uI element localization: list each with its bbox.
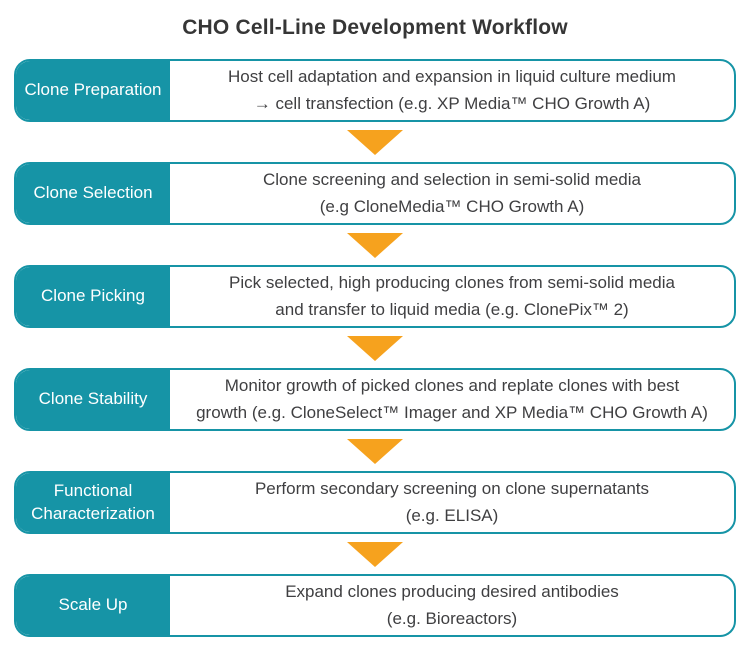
step-clone-selection: Clone Selection Clone screening and sele… [14,162,736,225]
workflow-diagram: Clone Preparation Host cell adaptation a… [14,59,736,637]
step-description: Host cell adaptation and expansion in li… [170,61,734,120]
step-clone-preparation: Clone Preparation Host cell adaptation a… [14,59,736,122]
step-description-line: and transfer to liquid media (e.g. Clone… [275,299,629,319]
step-label: Clone Selection [16,164,170,223]
step-description-line: Host cell adaptation and expansion in li… [228,67,676,87]
step-clone-picking: Clone Picking Pick selected, high produc… [14,265,736,328]
step-description-line: Monitor growth of picked clones and repl… [224,376,680,396]
step-clone-stability: Clone Stability Monitor growth of picked… [14,368,736,431]
step-description: Pick selected, high producing clones fro… [170,267,734,326]
step-label: Functional Characterization [16,473,170,532]
step-description-line: growth (e.g. CloneSelect™ Imager and XP … [196,402,708,422]
step-description-line: (e.g. Bioreactors) [386,608,518,628]
step-label: Clone Stability [16,370,170,429]
arrow-down-icon [347,335,403,361]
arrow-down-icon [347,232,403,258]
step-description: Perform secondary screening on clone sup… [170,473,734,532]
step-description-line: Clone screening and selection in semi-so… [263,170,641,190]
step-description-line: Perform secondary screening on clone sup… [254,479,650,499]
flow-arrow [14,122,736,162]
step-description: Expand clones producing desired antibodi… [170,576,734,635]
flow-arrow [14,225,736,265]
arrow-down-icon [347,129,403,155]
flow-arrow [14,328,736,368]
step-label: Scale Up [16,576,170,635]
step-scale-up: Scale Up Expand clones producing desired… [14,574,736,637]
step-description-line: → cell transfection (e.g. XP Media™ CHO … [253,93,651,113]
step-functional-characterization: Functional Characterization Perform seco… [14,471,736,534]
step-label: Clone Picking [16,267,170,326]
step-description-line: (e.g CloneMedia™ CHO Growth A) [319,196,585,216]
flow-arrow [14,534,736,574]
step-description-line: Pick selected, high producing clones fro… [229,273,675,293]
step-label: Clone Preparation [16,61,170,120]
flow-arrow [14,431,736,471]
step-description: Monitor growth of picked clones and repl… [170,370,734,429]
step-description-line: Expand clones producing desired antibodi… [285,582,619,602]
arrow-down-icon [347,541,403,567]
step-description: Clone screening and selection in semi-so… [170,164,734,223]
arrow-down-icon [347,438,403,464]
step-description-line: (e.g. ELISA) [405,505,499,525]
page-title: CHO Cell-Line Development Workflow [182,16,568,39]
